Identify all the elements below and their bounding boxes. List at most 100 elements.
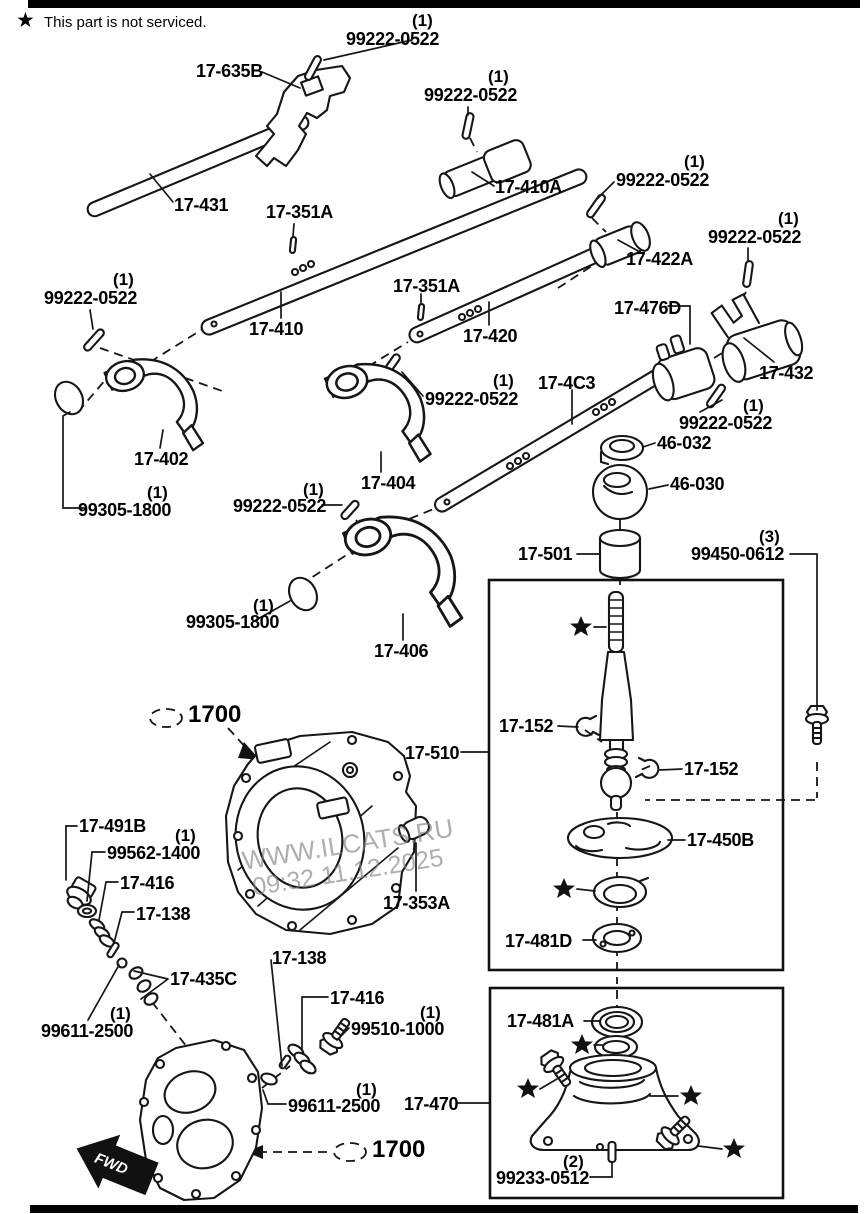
callout-qty: (1) bbox=[147, 483, 168, 502]
part-callout-17-406[interactable]: 17-406 bbox=[374, 641, 429, 661]
part-callout-1700[interactable]: 1700 bbox=[372, 1136, 426, 1163]
part-callout-17-138[interactable]: 17-138 bbox=[136, 904, 191, 924]
part-callout-17-435C[interactable]: 17-435C bbox=[170, 969, 237, 989]
transmission-case bbox=[224, 730, 418, 936]
plug-99305-1800 bbox=[287, 576, 319, 612]
box-17-470 bbox=[488, 986, 785, 1200]
seal-17-481A bbox=[590, 1005, 644, 1039]
sleeve-17-422A bbox=[589, 221, 651, 268]
part-callout-46-032[interactable]: 46-032 bbox=[657, 433, 712, 453]
part-callout-99222-0522[interactable]: 99222-0522 bbox=[424, 85, 518, 105]
part-callout-99222-0522[interactable]: 99222-0522 bbox=[44, 288, 138, 308]
callout-qty: (1) bbox=[743, 396, 764, 415]
part-callout-17-635B[interactable]: 17-635B bbox=[196, 61, 263, 81]
part-callout-99222-0522[interactable]: 99222-0522 bbox=[708, 227, 802, 247]
lever-17-635B bbox=[254, 64, 352, 168]
part-callout-99222-0522[interactable]: 99222-0522 bbox=[346, 29, 440, 49]
part-callout-17-481D[interactable]: 17-481D bbox=[505, 931, 572, 951]
part-callout-17-404[interactable]: 17-404 bbox=[361, 473, 416, 493]
part-callout-17-450B[interactable]: 17-450B bbox=[687, 830, 754, 850]
part-callout-99611-2500[interactable]: 99611-2500 bbox=[288, 1096, 381, 1116]
plug-99305-1800 bbox=[53, 380, 85, 416]
part-callout-17-491B[interactable]: 17-491B bbox=[79, 816, 146, 836]
rod-17-431 bbox=[86, 114, 310, 218]
part-callout-17-476D[interactable]: 17-476D bbox=[614, 298, 681, 318]
part-callout-17-501[interactable]: 17-501 bbox=[518, 544, 573, 564]
clamp-17-432 bbox=[710, 293, 804, 383]
rod-collars bbox=[290, 259, 617, 471]
part-callout-17-351A[interactable]: 17-351A bbox=[393, 276, 460, 296]
callout-qty: (1) bbox=[303, 480, 324, 499]
part-callout-17-432[interactable]: 17-432 bbox=[759, 363, 814, 383]
part-callout-46-030[interactable]: 46-030 bbox=[670, 474, 725, 494]
knob-46-030 bbox=[591, 463, 649, 521]
part-callout-17-410[interactable]: 17-410 bbox=[249, 319, 304, 339]
part-callout-99222-0522[interactable]: 99222-0522 bbox=[616, 170, 710, 190]
part-callout-17-152[interactable]: 17-152 bbox=[684, 759, 739, 779]
spring-17-416 bbox=[88, 918, 116, 948]
callout-qty: (1) bbox=[113, 270, 134, 289]
top-border-bar bbox=[28, 0, 860, 8]
part-callout-99305-1800[interactable]: 99305-1800 bbox=[186, 612, 280, 632]
pin-99233-0512 bbox=[607, 1140, 617, 1164]
callout-qty: (1) bbox=[110, 1004, 131, 1023]
part-callout-17-431[interactable]: 17-431 bbox=[174, 195, 229, 215]
part-callout-17-410A[interactable]: 17-410A bbox=[495, 177, 562, 197]
part-callout-17-481A[interactable]: 17-481A bbox=[507, 1011, 574, 1031]
pin-17-138 bbox=[106, 941, 120, 959]
spacer-17-501 bbox=[598, 528, 642, 580]
part-callout-99450-0612[interactable]: 99450-0612 bbox=[691, 544, 785, 564]
part-callout-99222-0522[interactable]: 99222-0522 bbox=[233, 496, 327, 516]
interlock-pins bbox=[288, 235, 426, 322]
fork-17-404 bbox=[322, 350, 433, 465]
part-callout-17-420[interactable]: 17-420 bbox=[463, 326, 518, 346]
part-callout-17-353A[interactable]: 17-353A bbox=[383, 893, 450, 913]
part-callout-17-152[interactable]: 17-152 bbox=[499, 716, 554, 736]
star-icon bbox=[517, 1078, 539, 1098]
rod-17-410 bbox=[200, 168, 588, 336]
assembly-boxes bbox=[487, 578, 785, 1200]
part-callout-99510-1000[interactable]: 99510-1000 bbox=[351, 1019, 445, 1039]
fork-17-402 bbox=[102, 346, 206, 453]
part-callout-99222-0522[interactable]: 99222-0522 bbox=[425, 389, 519, 409]
fwd-arrow: FWD bbox=[76, 1134, 159, 1196]
part-callout-17-510[interactable]: 17-510 bbox=[405, 743, 460, 763]
part-callout-17-422A[interactable]: 17-422A bbox=[626, 249, 693, 269]
shift-lever bbox=[598, 590, 635, 812]
part-callout-99305-1800[interactable]: 99305-1800 bbox=[78, 500, 172, 520]
part-callout-17-351A[interactable]: 17-351A bbox=[266, 202, 333, 222]
bolt-99450-0612 bbox=[804, 704, 830, 746]
clip-17-152 bbox=[575, 714, 601, 737]
callout-qty: (1) bbox=[684, 152, 705, 171]
not-serviced-note: This part is not serviced. bbox=[44, 14, 207, 31]
callout-qty: (1) bbox=[175, 826, 196, 845]
clip-17-152 bbox=[634, 756, 660, 779]
part-callout-1700[interactable]: 1700 bbox=[188, 701, 242, 728]
lever-seat bbox=[592, 875, 650, 909]
star-icon bbox=[553, 878, 575, 898]
fork-17-406 bbox=[340, 501, 465, 630]
part-callout-17-402[interactable]: 17-402 bbox=[134, 449, 189, 469]
part-callout-99611-2500[interactable]: 99611-2500 bbox=[41, 1021, 134, 1041]
star-icon: ★ bbox=[16, 9, 35, 32]
clamp-17-476D bbox=[651, 334, 716, 402]
gasket bbox=[593, 1034, 639, 1060]
part-callout-17-470[interactable]: 17-470 bbox=[404, 1094, 459, 1114]
callout-qty: (1) bbox=[356, 1080, 377, 1099]
part-callout-99222-0522[interactable]: 99222-0522 bbox=[679, 413, 773, 433]
box-17-510 bbox=[487, 578, 785, 972]
part-callout-17-416[interactable]: 17-416 bbox=[330, 988, 385, 1008]
part-callout-99233-0512[interactable]: 99233-0512 bbox=[496, 1168, 590, 1188]
part-callout-99562-1400[interactable]: 99562-1400 bbox=[107, 843, 201, 863]
spring-pins bbox=[83, 55, 754, 521]
star-icon bbox=[571, 1034, 593, 1054]
part-callout-17-138[interactable]: 17-138 bbox=[272, 948, 327, 968]
callout-qty: (1) bbox=[412, 11, 433, 30]
sleeve-17-410A bbox=[438, 139, 532, 200]
part-callout-17-416[interactable]: 17-416 bbox=[120, 873, 175, 893]
star-icon bbox=[570, 616, 592, 636]
star-icon bbox=[723, 1138, 745, 1158]
part-callout-17-4C3[interactable]: 17-4C3 bbox=[538, 373, 596, 393]
